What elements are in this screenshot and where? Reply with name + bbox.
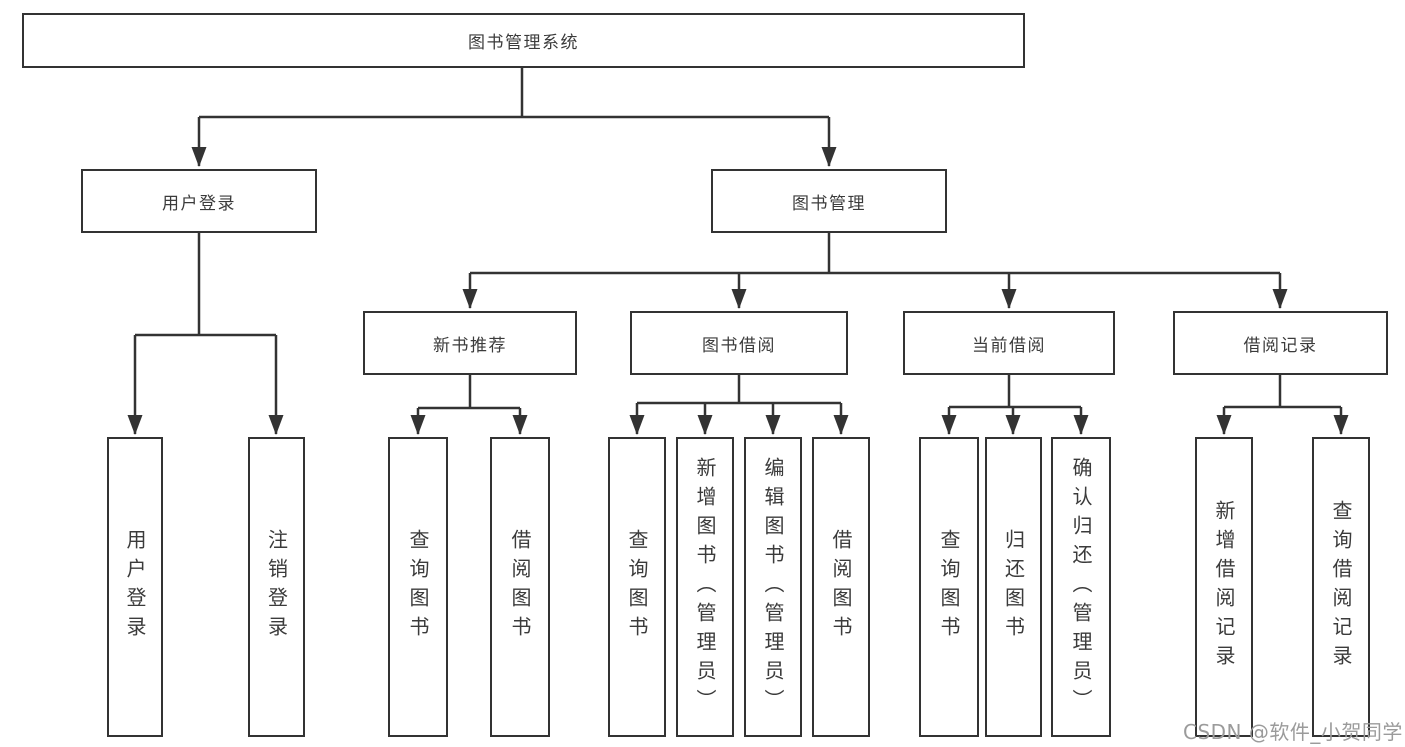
leaf-logout: 注销登录: [248, 437, 305, 737]
leaf-query-books-recommend-label: 查询图书: [406, 529, 430, 645]
node-book-borrowing-label: 图书借阅: [702, 335, 776, 356]
leaf-confirm-return-admin-label: 确认归还（管理员）: [1069, 456, 1093, 718]
node-borrow-records: 借阅记录: [1173, 311, 1388, 375]
leaf-query-borrow-record-label: 查询借阅记录: [1329, 500, 1353, 674]
leaf-query-borrow-record: 查询借阅记录: [1312, 437, 1370, 737]
node-new-book-recommend: 新书推荐: [363, 311, 577, 375]
leaf-query-books-recommend: 查询图书: [388, 437, 448, 737]
leaf-add-borrow-record: 新增借阅记录: [1195, 437, 1253, 737]
leaf-add-books-admin-label: 新增图书（管理员）: [693, 456, 717, 718]
leaf-query-books-borrowing: 查询图书: [608, 437, 666, 737]
leaf-borrow-books-recommend: 借阅图书: [490, 437, 550, 737]
node-book-management: 图书管理: [711, 169, 947, 233]
leaf-borrow-books-label: 借阅图书: [829, 529, 853, 645]
node-borrow-records-label: 借阅记录: [1243, 335, 1318, 356]
node-user-login-label: 用户登录: [162, 193, 236, 214]
node-current-borrowing-label: 当前借阅: [972, 335, 1046, 356]
leaf-confirm-return-admin: 确认归还（管理员）: [1051, 437, 1111, 737]
leaf-borrow-books-recommend-label: 借阅图书: [508, 529, 532, 645]
node-user-login: 用户登录: [81, 169, 317, 233]
node-library-system-label: 图书管理系统: [468, 33, 579, 53]
leaf-user-login-label: 用户登录: [123, 529, 147, 645]
leaf-return-books: 归还图书: [985, 437, 1042, 737]
leaf-add-books-admin: 新增图书（管理员）: [676, 437, 734, 737]
leaf-query-books-current-label: 查询图书: [937, 529, 961, 645]
node-library-system: 图书管理系统: [22, 13, 1025, 68]
leaf-query-books-borrowing-label: 查询图书: [625, 529, 649, 645]
leaf-logout-label: 注销登录: [264, 529, 289, 645]
leaf-user-login: 用户登录: [107, 437, 163, 737]
node-book-borrowing: 图书借阅: [630, 311, 848, 375]
leaf-return-books-label: 归还图书: [1001, 529, 1026, 645]
node-book-management-label: 图书管理: [792, 193, 866, 214]
node-new-book-recommend-label: 新书推荐: [433, 335, 507, 356]
leaf-edit-books-admin-label: 编辑图书（管理员）: [761, 456, 785, 718]
leaf-query-books-current: 查询图书: [919, 437, 979, 737]
node-current-borrowing: 当前借阅: [903, 311, 1115, 375]
csdn-watermark: CSDN @软件_小贺同学: [1183, 720, 1403, 744]
leaf-edit-books-admin: 编辑图书（管理员）: [744, 437, 802, 737]
leaf-add-borrow-record-label: 新增借阅记录: [1212, 500, 1236, 674]
leaf-borrow-books: 借阅图书: [812, 437, 870, 737]
